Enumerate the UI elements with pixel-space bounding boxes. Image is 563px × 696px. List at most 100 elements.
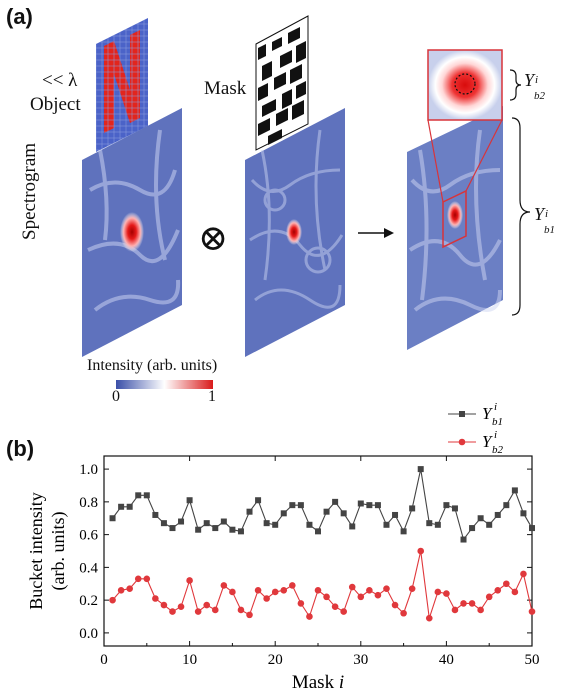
masked-spectrogram-image bbox=[245, 108, 345, 357]
data-point-b1 bbox=[272, 521, 279, 528]
data-point-b2 bbox=[383, 585, 390, 592]
data-point-b2 bbox=[203, 601, 211, 609]
y-tick-label: 0.0 bbox=[79, 626, 98, 642]
data-point-b1 bbox=[237, 528, 244, 535]
data-point-b1 bbox=[109, 515, 116, 522]
data-point-b1 bbox=[178, 518, 185, 525]
plot-frame bbox=[103, 455, 533, 647]
data-point-b1 bbox=[400, 528, 407, 535]
data-point-b1 bbox=[118, 503, 125, 510]
data-point-b1 bbox=[494, 511, 501, 518]
data-point-b1 bbox=[152, 511, 159, 518]
data-point-b1 bbox=[417, 466, 424, 473]
spectrogram-image bbox=[82, 108, 182, 357]
data-point-b2 bbox=[126, 585, 133, 592]
data-point-b2 bbox=[143, 575, 151, 583]
data-point-b2 bbox=[485, 593, 493, 601]
series-line-b2 bbox=[112, 550, 533, 619]
data-point-b1 bbox=[263, 520, 270, 527]
data-point-b1 bbox=[212, 525, 219, 532]
data-point-b1 bbox=[460, 536, 467, 543]
object-image bbox=[96, 18, 148, 152]
data-point-b1 bbox=[280, 510, 287, 517]
data-point-b2 bbox=[237, 606, 245, 614]
y-tick-label: 0.6 bbox=[79, 528, 98, 544]
legend-marker bbox=[459, 411, 465, 417]
mask-label: Mask bbox=[204, 78, 247, 99]
data-point-b2 bbox=[434, 588, 442, 596]
data-point-b2 bbox=[246, 611, 253, 619]
x-axis-label: Mask i bbox=[292, 672, 344, 693]
data-point-b2 bbox=[400, 609, 407, 617]
data-point-b1 bbox=[374, 502, 381, 509]
data-point-b1 bbox=[511, 487, 518, 494]
arrow-icon bbox=[358, 228, 394, 238]
data-point-b2 bbox=[477, 606, 484, 614]
legend-label-sub: b2 bbox=[492, 444, 504, 456]
data-point-b2 bbox=[306, 613, 313, 620]
data-point-b2 bbox=[331, 603, 339, 610]
legend-label-sup: i bbox=[494, 401, 497, 413]
colorbar bbox=[116, 380, 213, 389]
data-point-b2 bbox=[117, 587, 125, 594]
data-point-b1 bbox=[143, 492, 150, 499]
x-tick-label: 30 bbox=[353, 652, 368, 668]
data-point-b1 bbox=[392, 511, 399, 518]
data-point-b1 bbox=[220, 518, 227, 525]
object-label: Object bbox=[30, 94, 81, 115]
data-point-b2 bbox=[194, 608, 202, 615]
series-line-b1 bbox=[112, 468, 533, 541]
data-point-b1 bbox=[306, 521, 313, 528]
data-point-b2 bbox=[152, 595, 159, 602]
data-point-b2 bbox=[314, 587, 322, 594]
data-point-b2 bbox=[134, 575, 142, 583]
data-point-b1 bbox=[340, 510, 347, 517]
data-point-b1 bbox=[434, 521, 441, 528]
data-point-b2 bbox=[374, 591, 382, 599]
legend-marker bbox=[458, 438, 466, 446]
data-point-b1 bbox=[229, 526, 236, 533]
data-point-b2 bbox=[520, 570, 527, 578]
panel-a-illustration bbox=[82, 15, 531, 389]
data-point-b2 bbox=[229, 588, 236, 596]
data-point-b2 bbox=[348, 583, 356, 591]
data-point-b1 bbox=[409, 505, 416, 512]
legend-label-sup: i bbox=[494, 429, 497, 441]
data-point-b1 bbox=[297, 502, 304, 509]
y-tick-label: 0.4 bbox=[79, 560, 98, 576]
data-point-b2 bbox=[254, 587, 262, 594]
x-tick-label: 10 bbox=[182, 652, 197, 668]
data-point-b1 bbox=[186, 497, 193, 504]
object-scale-label: << λ bbox=[42, 70, 78, 91]
data-point-b1 bbox=[255, 497, 262, 504]
data-point-b1 bbox=[520, 510, 527, 517]
data-point-b2 bbox=[160, 601, 168, 609]
data-point-b2 bbox=[297, 600, 305, 607]
data-point-b2 bbox=[425, 614, 433, 622]
data-point-b1 bbox=[383, 521, 390, 528]
data-point-b1 bbox=[126, 503, 133, 510]
data-point-b1 bbox=[451, 505, 458, 512]
data-point-b1 bbox=[443, 502, 450, 509]
data-point-b1 bbox=[332, 498, 339, 505]
x-tick-label: 40 bbox=[439, 652, 454, 668]
x-tick-label: 20 bbox=[268, 652, 283, 668]
data-point-b1 bbox=[289, 502, 296, 509]
data-point-b2 bbox=[289, 582, 296, 589]
y-tick-label: 0.8 bbox=[79, 495, 98, 511]
zoom-inset bbox=[427, 49, 503, 121]
data-point-b2 bbox=[443, 590, 450, 597]
legend-label-sub: b1 bbox=[492, 416, 503, 428]
data-point-b1 bbox=[203, 520, 210, 527]
y-axis-label-units: (arb. units) bbox=[48, 512, 69, 591]
data-point-b2 bbox=[280, 587, 288, 594]
data-point-b2 bbox=[494, 587, 502, 594]
data-point-b1 bbox=[503, 502, 510, 509]
data-point-b1 bbox=[135, 492, 142, 499]
data-point-b2 bbox=[417, 547, 425, 555]
data-point-b2 bbox=[220, 582, 228, 589]
data-point-b2 bbox=[391, 601, 399, 609]
